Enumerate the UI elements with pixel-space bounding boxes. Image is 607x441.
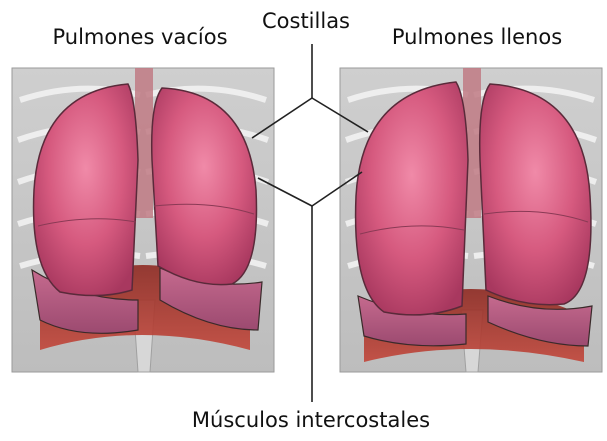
label-intercostal-muscles: Músculos intercostales [192,408,430,432]
empty-lungs-illustration [12,68,274,372]
full-lungs-illustration [340,68,602,372]
label-empty-lungs: Pulmones vacíos [52,25,227,49]
label-full-lungs: Pulmones llenos [392,25,562,49]
label-ribs: Costillas [262,9,350,33]
